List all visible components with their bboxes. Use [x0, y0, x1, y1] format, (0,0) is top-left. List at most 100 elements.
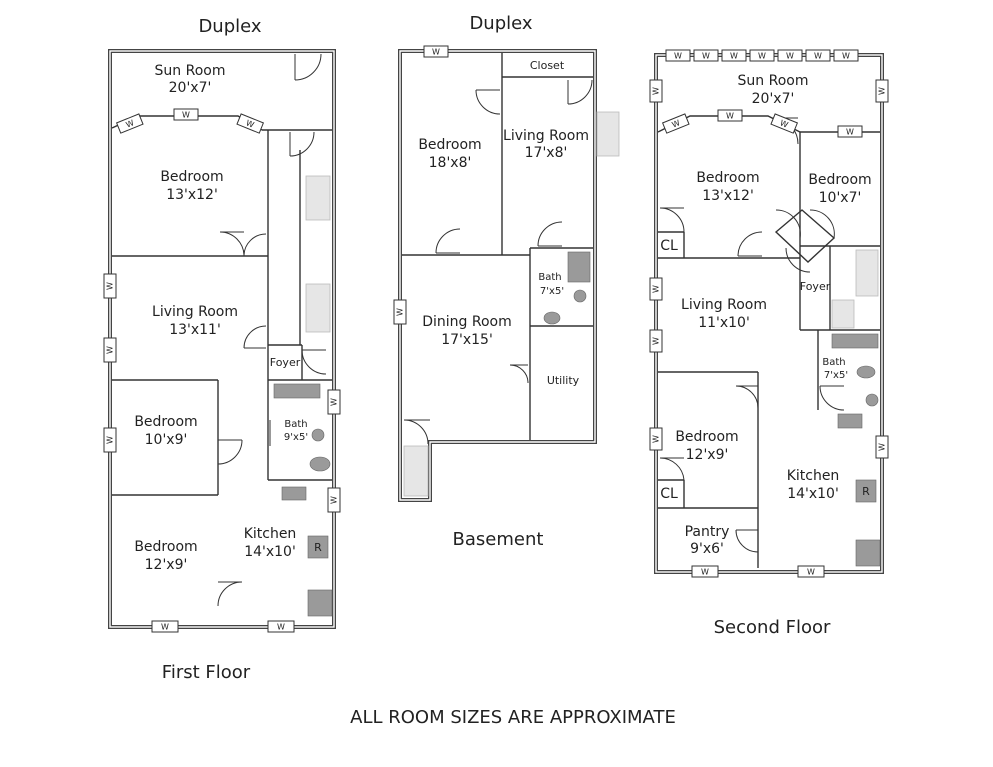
first-window: W — [327, 389, 341, 415]
svg-text:W: W — [807, 568, 815, 577]
second-window: W — [833, 49, 859, 62]
basement-door-utility — [509, 364, 529, 384]
basement-stairs-upper — [596, 111, 620, 157]
basement-window: W — [423, 45, 449, 58]
basement-door-closet — [567, 79, 593, 105]
svg-text:W: W — [652, 285, 661, 293]
first-living-room-name: Living Room — [152, 304, 238, 320]
first-living-room-size: 13'x11' — [169, 322, 221, 338]
basement-toilet — [543, 311, 561, 325]
first-sunroom-size: 20'x7' — [169, 80, 212, 96]
first-stairs-upper — [305, 175, 331, 221]
second-window: W — [693, 49, 719, 62]
svg-text:W: W — [396, 308, 405, 316]
first-kitchen-size: 14'x10' — [244, 544, 296, 560]
first-floor-label: First Floor — [162, 662, 251, 683]
first-stove — [307, 589, 333, 617]
first-bath-name: Bath — [284, 419, 307, 430]
second-door-foyer-1 — [775, 209, 801, 239]
first-window: W — [267, 620, 295, 633]
svg-text:W: W — [779, 118, 790, 129]
first-fridge-label: R — [314, 541, 322, 554]
second-door-foyer-3 — [785, 247, 811, 273]
second-pantry-name: Pantry — [685, 524, 730, 540]
second-window: W — [661, 113, 690, 134]
first-bedroom-rear-name: Bedroom — [134, 539, 197, 555]
second-door-pantry — [735, 529, 759, 553]
first-bedroom-front-name: Bedroom — [160, 169, 223, 185]
basement-window: W — [393, 299, 407, 325]
second-living-room-size: 11'x10' — [698, 315, 750, 331]
basement-bath-size: 7'x5' — [540, 286, 564, 297]
second-foyer-diagonal — [774, 209, 836, 263]
basement-living-room-name: Living Room — [503, 128, 589, 144]
second-floor-plan: R W W W W W W W W W W W W W W W W W W W … — [649, 49, 889, 578]
svg-text:W: W — [814, 52, 822, 61]
first-toilet — [309, 456, 331, 472]
second-window: W — [721, 49, 747, 62]
first-floor-plan: R W W W W W W W W W W Sun Room 20'x7' Be… — [103, 49, 341, 633]
first-window: W — [173, 108, 199, 121]
first-door-bedroom-front — [243, 233, 267, 257]
second-window: W — [749, 49, 775, 62]
second-window: W — [875, 79, 889, 103]
first-bedroom-rear-size: 12'x9' — [145, 557, 188, 573]
second-window: W — [649, 329, 663, 353]
svg-text:W: W — [878, 87, 887, 95]
svg-text:W: W — [330, 398, 339, 406]
first-kitchen-name: Kitchen — [244, 526, 297, 542]
second-door-foyer-2 — [809, 209, 835, 239]
first-window: W — [103, 427, 117, 453]
basement-door-bedroom-2 — [435, 228, 461, 254]
basement-bath-name: Bath — [538, 272, 561, 283]
basement-title: Duplex — [469, 13, 532, 34]
basement-dining-room-name: Dining Room — [422, 314, 512, 330]
svg-text:W: W — [671, 118, 682, 129]
second-sunroom-size: 20'x7' — [752, 91, 795, 107]
svg-text:W: W — [674, 52, 682, 61]
second-door-bedroom-rear — [735, 385, 759, 409]
first-bath-size: 9'x5' — [284, 432, 308, 443]
second-closet-rear: CL — [660, 486, 678, 502]
second-sunroom-name: Sun Room — [738, 73, 809, 89]
second-window: W — [770, 113, 799, 134]
second-stove — [855, 539, 881, 567]
svg-text:W: W — [125, 118, 136, 129]
second-window: W — [837, 125, 863, 138]
second-window: W — [649, 277, 663, 301]
svg-text:W: W — [161, 623, 169, 632]
second-bath-sink — [865, 393, 879, 407]
first-window: W — [236, 113, 265, 134]
basement-utility-name: Utility — [547, 374, 580, 387]
second-window: W — [691, 565, 719, 578]
svg-text:W: W — [758, 52, 766, 61]
svg-text:W: W — [277, 623, 285, 632]
first-bedroom-mid-name: Bedroom — [134, 414, 197, 430]
first-bedroom-mid-size: 10'x9' — [145, 432, 188, 448]
svg-text:W: W — [182, 111, 190, 120]
second-living-room-name: Living Room — [681, 297, 767, 313]
first-bathtub — [273, 383, 321, 399]
basement-bath-sink — [573, 289, 587, 303]
second-stairs-upper — [855, 249, 879, 297]
second-bedroom-small-name: Bedroom — [808, 172, 871, 188]
second-bedroom-front-name: Bedroom — [696, 170, 759, 186]
svg-text:W: W — [726, 112, 734, 121]
first-stairs-lower — [305, 283, 331, 333]
second-bedroom-front-size: 13'x12' — [702, 188, 754, 204]
basement-door-bath — [537, 221, 563, 247]
basement-bedroom-size: 18'x8' — [429, 155, 472, 171]
svg-text:W: W — [846, 128, 854, 137]
svg-text:W: W — [701, 568, 709, 577]
second-pantry-size: 9'x6' — [690, 541, 724, 557]
first-window: W — [103, 337, 117, 363]
svg-text:W: W — [330, 496, 339, 504]
svg-text:W: W — [842, 52, 850, 61]
first-door-hall — [289, 131, 315, 157]
basement-plan: W W Closet Bedroom 18'x8' Living Room 17… — [393, 45, 620, 502]
second-door-closet-front — [659, 207, 685, 233]
approximate-sizes-note: ALL ROOM SIZES ARE APPROXIMATE — [350, 707, 676, 728]
svg-text:W: W — [652, 337, 661, 345]
second-window: W — [797, 565, 825, 578]
